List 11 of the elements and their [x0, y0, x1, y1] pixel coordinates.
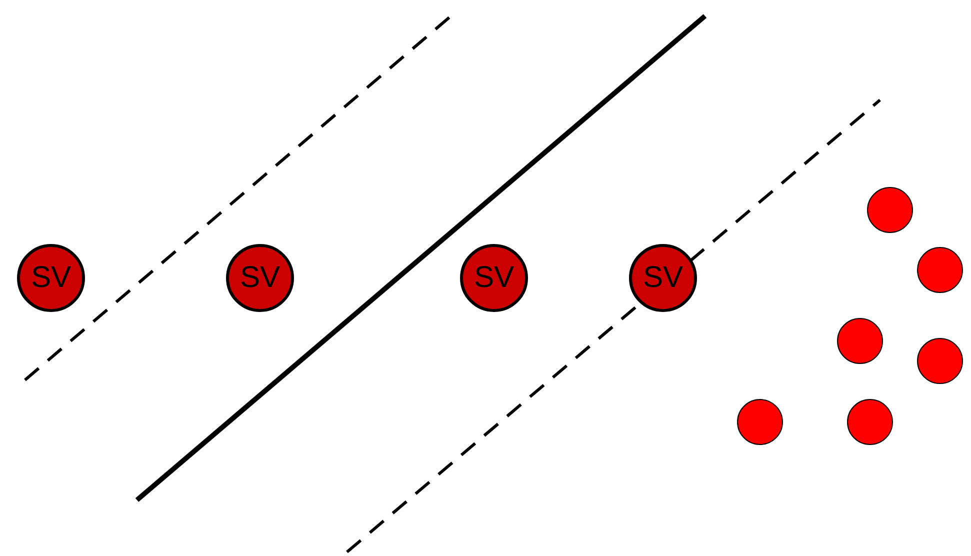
data-point-circle: [847, 399, 893, 445]
support-vector-label: SV: [240, 263, 280, 293]
data-point-circle: [737, 399, 783, 445]
support-vector-label: SV: [642, 263, 684, 293]
support-vector-label: SV: [30, 263, 72, 293]
data-point-circle: [917, 338, 963, 384]
data-point-circle: [837, 318, 883, 364]
support-vector-circle: [629, 244, 697, 312]
support-vector-label: SV: [474, 263, 514, 293]
data-point-circle: [917, 247, 963, 293]
data-point-circle: [867, 187, 913, 233]
